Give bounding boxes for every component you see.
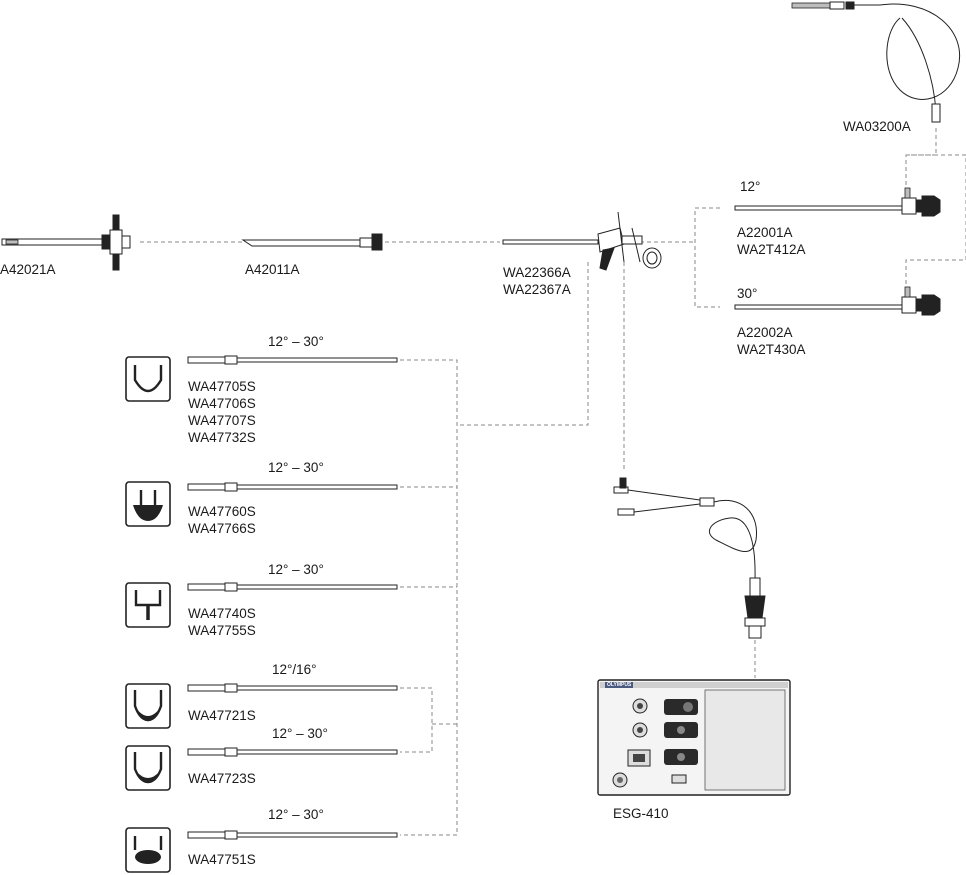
electrode-code: WA47707S <box>188 413 256 428</box>
electrode-code-list: WA47705S WA47706S WA47707S WA47732S <box>188 378 256 446</box>
scope-code-label: WA03200A <box>843 119 911 134</box>
outer-sheath-code-label: A42021A <box>0 262 56 277</box>
electrode-code: WA47732S <box>188 430 256 445</box>
telescope-30-code: WA2T430A <box>737 342 806 357</box>
telescope-30-angle-label: 30° <box>737 286 758 301</box>
telescope-30-code: A22002A <box>737 325 793 340</box>
inner-sheath <box>241 233 383 251</box>
telescope-12-code: A22001A <box>737 225 793 240</box>
connector-lines <box>140 128 966 836</box>
electrode-code: WA47766S <box>188 521 256 536</box>
electrode-code: WA47740S <box>188 606 256 621</box>
electrode-code-list: WA47721S <box>188 707 256 724</box>
electrode-code: WA47706S <box>188 396 256 411</box>
generator-unit <box>597 679 791 796</box>
mushroom-electrode-icon <box>125 481 171 527</box>
electrode-code: WA47760S <box>188 504 256 519</box>
working-element-code: WA22366A <box>503 265 571 280</box>
electrode-code-list: WA47740S WA47755S <box>188 605 256 639</box>
needle-electrode-icon <box>125 582 171 628</box>
electrode-angle-label: 12° – 30° <box>268 334 324 349</box>
electrode-code: WA47723S <box>188 771 256 786</box>
telescope-30 <box>734 286 941 316</box>
telescope-12-code-list: A22001A WA2T412A <box>737 224 806 258</box>
electrode-shafts <box>187 355 398 840</box>
oval-electrode-icon <box>125 827 171 873</box>
electrode-code: WA47751S <box>188 852 256 867</box>
inner-sheath-code-label: A42011A <box>245 262 300 277</box>
band-loop-electrode-icon <box>125 745 171 791</box>
electrode-angle-label: 12° – 30° <box>272 726 328 741</box>
electrode-shaft-5 <box>187 747 398 757</box>
generator-brand-label: OLYMPUS <box>607 682 632 688</box>
scope-cable <box>791 1 961 123</box>
electrode-shaft-6 <box>187 830 398 840</box>
outer-sheath <box>1 214 131 271</box>
electrode-angle-label: 12° – 30° <box>268 807 324 822</box>
working-element-code: WA22367A <box>503 282 571 297</box>
electrode-shaft-2 <box>187 482 398 492</box>
electrode-shaft-1 <box>187 355 398 365</box>
electrode-code-list: WA47723S <box>188 770 256 787</box>
wedge-loop-electrode-icon <box>125 683 171 729</box>
electrode-code-list: WA47760S WA47766S <box>188 503 256 537</box>
generator-code-label: ESG-410 <box>613 806 669 821</box>
telescope-12-code: WA2T412A <box>737 242 806 257</box>
electrode-code-list: WA47751S <box>188 851 256 868</box>
electrode-code: WA47721S <box>188 708 256 723</box>
electrode-angle-label: 12°/16° <box>272 662 317 677</box>
telescope-30-code-list: A22002A WA2T430A <box>737 324 806 358</box>
loop-electrode-icon <box>125 356 171 402</box>
electrode-angle-label: 12° – 30° <box>268 460 324 475</box>
electrode-angle-label: 12° – 30° <box>268 562 324 577</box>
working-element <box>502 211 662 271</box>
electrode-code: WA47755S <box>188 623 256 638</box>
working-element-code-list: WA22366A WA22367A <box>503 264 571 298</box>
telescope-12-angle-label: 12° <box>740 179 761 194</box>
telescope-12 <box>734 187 941 217</box>
electrode-shaft-3 <box>187 582 398 592</box>
electrode-code: WA47705S <box>188 379 256 394</box>
hf-cable <box>613 477 766 639</box>
electrode-shaft-4 <box>187 683 398 693</box>
